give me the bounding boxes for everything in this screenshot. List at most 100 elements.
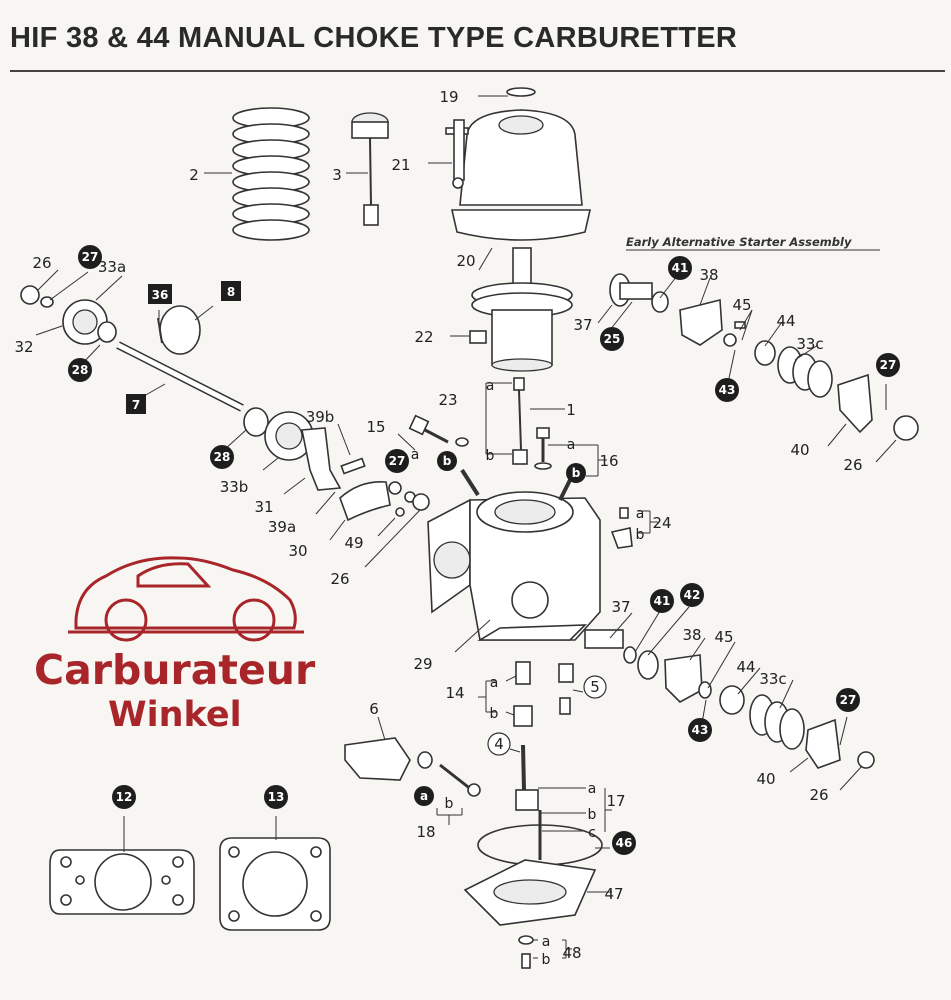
label-badge-circle [612,831,636,855]
part-label-l46: 46 [612,831,636,855]
label-badge-circle [414,786,434,806]
label-badge-circle [668,256,692,280]
label-box [221,281,241,301]
part-label-text: 5 [590,678,600,696]
part-label-l42: 42 [680,583,704,607]
part-label-text: 28 [72,363,89,377]
part-label-l24b: b [636,527,645,543]
part-label-text: 49 [344,534,363,552]
label-badge-circle [112,785,136,809]
part-label-l27b: 27 [385,449,409,473]
label-box [126,394,146,414]
part-label-text: a [490,675,499,691]
part-label-l23b: b [486,448,495,464]
part-label-l23: 23 [438,391,457,409]
part-label-text: 32 [14,338,33,356]
title-divider [10,70,945,72]
part-label-l32: 32 [14,338,33,356]
part-label-l37a: 37 [573,316,592,334]
part-label-text: 20 [456,252,475,270]
starter-assembly-lower-drawing [584,629,875,769]
gasket-13-drawing [219,837,331,931]
part-label-text: 31 [254,498,273,516]
label-badge-circle [566,463,586,483]
lever-6-drawing [344,737,411,781]
label-badge-circle [836,688,860,712]
part-label-text: 24 [652,514,671,532]
part-label-l15a: a [411,447,420,463]
label-badge-circle [78,245,102,269]
part-label-l26a: 26 [32,254,51,272]
part-label-text: 43 [719,383,736,397]
part-label-text: 38 [682,626,701,644]
part-label-l23a: a [486,378,495,394]
part-label-text: 27 [82,250,99,264]
part-label-l45a: 45 [732,296,751,314]
part-label-text: b [542,952,551,968]
screw-22-drawing [469,330,487,344]
part-label-l44a: 44 [776,312,795,330]
part-label-text: 37 [611,598,630,616]
label-badge-circle [385,449,409,473]
part-label-text: 29 [413,655,432,673]
part-label-text: 26 [330,570,349,588]
carburettor-body-29-drawing [427,468,601,641]
label-badge-circle [264,785,288,809]
part-label-text: 26 [32,254,51,272]
part-drawings [20,87,919,969]
jet-4-drawing [515,744,542,860]
part-label-text: 46 [616,836,633,850]
part-label-l16: 16 [599,452,618,470]
part-label-text: 28 [214,450,231,464]
part-label-l17c: c [588,825,596,841]
part-label-l12: 12 [112,785,136,809]
part-label-l37b: 37 [611,598,630,616]
part-label-l13: 13 [264,785,288,809]
label-ring [487,732,511,756]
throttle-spindle-7-drawing [20,285,314,461]
part-label-l17: 17 [606,792,625,810]
spring-2-drawing [232,107,310,241]
part-label-l27a: 27 [78,245,102,269]
part-label-text: b [636,527,645,543]
part-label-text: 43 [692,723,709,737]
part-label-l48: 48 [562,944,581,962]
part-label-text: 8 [227,285,235,299]
part-label-l2: 2 [189,166,199,184]
label-badge-circle [680,583,704,607]
carburateur-winkel-logo: Carburateur Winkel [34,556,316,735]
part-label-l39a: 39a [268,518,296,536]
part-label-text: 36 [152,288,169,302]
leader-lines [35,95,897,959]
part-label-text: 26 [843,456,862,474]
part-label-l28a: 28 [68,358,92,382]
part-label-l26b: 26 [330,570,349,588]
damper-3-drawing [351,112,389,226]
label-badge-circle [210,445,234,469]
part-label-l41a: 41 [668,256,692,280]
part-label-l29: 29 [413,655,432,673]
part-label-l43b: 43 [688,718,712,742]
label-box [148,284,172,304]
part-label-text: 45 [732,296,751,314]
part-label-text: 6 [369,700,379,718]
part-label-l3: 3 [332,166,342,184]
part-label-l19: 19 [439,88,458,106]
screw-18-drawing [417,751,481,797]
part-label-text: a [411,447,420,463]
part-label-text: 16 [599,452,618,470]
part-label-text: b [486,448,495,464]
part-label-text: 40 [756,770,775,788]
part-label-l41b: 41 [650,589,674,613]
label-badge-circle [876,353,900,377]
part-label-text: 1 [566,401,576,419]
part-label-l27c: 27 [876,353,900,377]
part-label-text: 33c [796,335,823,353]
part-label-l21: 21 [391,156,410,174]
part-label-l39b: 39b [306,408,335,426]
part-label-l18a: a [414,786,434,806]
part-label-text: 39a [268,518,296,536]
part-label-l43a: 43 [715,378,739,402]
label-badge-circle [437,451,457,471]
